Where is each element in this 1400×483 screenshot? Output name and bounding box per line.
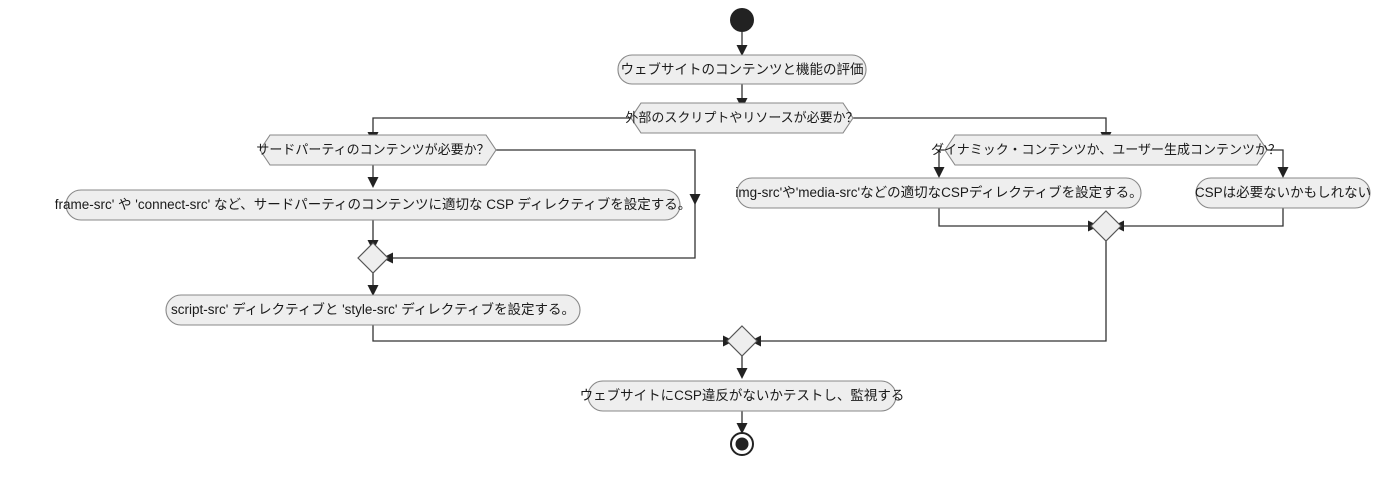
- activity-imgsrc[interactable]: img-src'や'media-src'などの適切なCSPディレクティブを設定す…: [735, 177, 1143, 209]
- edge-imgsrc-to-mergeright: [938, 208, 1091, 227]
- edge-external-to-dynamic: [853, 117, 1107, 135]
- start-circle: [730, 8, 754, 32]
- arrow-head: [367, 177, 379, 188]
- arrow-head: [367, 285, 379, 296]
- merge-left: [357, 242, 389, 274]
- merge-left-diamond: [357, 242, 389, 274]
- activity-evaluate-label: ウェブサイトのコンテンツと機能の評価: [621, 61, 864, 77]
- activity-evaluate-box[interactable]: [617, 54, 867, 85]
- merge-bottom-diamond: [726, 325, 758, 357]
- decision-dynamic[interactable]: ダイナミック・コンテンツか、ユーザー生成コンテンツか？: [931, 134, 1281, 166]
- end-circle-inner: [735, 437, 749, 451]
- edge-mergeright-to-mergebottom: [758, 241, 1107, 342]
- activity-scriptsrc-box[interactable]: [165, 294, 581, 326]
- merge-right: [1090, 210, 1122, 242]
- activity-nocsp-label: CSPは必要ないかもしれない: [1195, 185, 1371, 200]
- edge-dynamic-to-nocsp: [1267, 149, 1284, 170]
- arrow-head: [736, 423, 748, 434]
- activity-framesrc-label: frame-src' や 'connect-src' など、サードパーティのコン…: [55, 196, 692, 212]
- edge-scriptsrc-to-mergebottom: [372, 325, 726, 342]
- start-node: [730, 8, 754, 32]
- activity-nocsp[interactable]: CSPは必要ないかもしれない: [1195, 177, 1371, 209]
- decision-dynamic-shape[interactable]: [944, 134, 1268, 166]
- activity-test-box[interactable]: [587, 380, 897, 412]
- end-node: [730, 432, 754, 456]
- activity-framesrc[interactable]: frame-src' や 'connect-src' など、サードパーティのコン…: [55, 189, 692, 221]
- edge-nocsp-to-mergeright: [1121, 208, 1284, 227]
- decision-external-shape[interactable]: [630, 102, 854, 134]
- merge-bottom: [726, 325, 758, 357]
- decision-thirdparty-label: サードパーティのコンテンツが必要か？: [256, 142, 489, 157]
- arrow-head: [1277, 167, 1289, 178]
- arrow-head: [736, 45, 748, 56]
- activity-imgsrc-box[interactable]: [736, 177, 1142, 209]
- arrow-head: [933, 167, 945, 178]
- edge-external-to-thirdparty: [372, 117, 631, 135]
- decision-external-label: 外部のスクリプトやリソースが必要か？: [625, 110, 858, 125]
- merge-right-diamond: [1090, 210, 1122, 242]
- edges-layer: [367, 32, 1289, 434]
- activity-framesrc-box[interactable]: [65, 189, 681, 221]
- activity-test[interactable]: ウェブサイトにCSP違反がないかテストし、監視する: [580, 380, 905, 412]
- edge-dynamic-to-imgsrc: [938, 149, 945, 170]
- activity-evaluate[interactable]: ウェブサイトのコンテンツと機能の評価: [617, 54, 867, 85]
- decision-thirdparty[interactable]: サードパーティのコンテンツが必要か？: [256, 134, 497, 166]
- activity-scriptsrc[interactable]: script-src' ディレクティブと 'style-src' ディレクティブ…: [165, 294, 581, 326]
- decision-thirdparty-shape[interactable]: [259, 134, 497, 166]
- activity-nocsp-box[interactable]: [1195, 177, 1371, 209]
- activity-test-label: ウェブサイトにCSP違反がないかテストし、監視する: [580, 387, 905, 403]
- decision-external[interactable]: 外部のスクリプトやリソースが必要か？: [625, 102, 859, 134]
- activity-scriptsrc-label: script-src' ディレクティブと 'style-src' ディレクティブ…: [171, 301, 575, 317]
- activity-imgsrc-label: img-src'や'media-src'などの適切なCSPディレクティブを設定す…: [735, 184, 1142, 200]
- arrow-head: [736, 368, 748, 379]
- decision-dynamic-label: ダイナミック・コンテンツか、ユーザー生成コンテンツか？: [931, 142, 1281, 157]
- arrow-head: [689, 194, 701, 205]
